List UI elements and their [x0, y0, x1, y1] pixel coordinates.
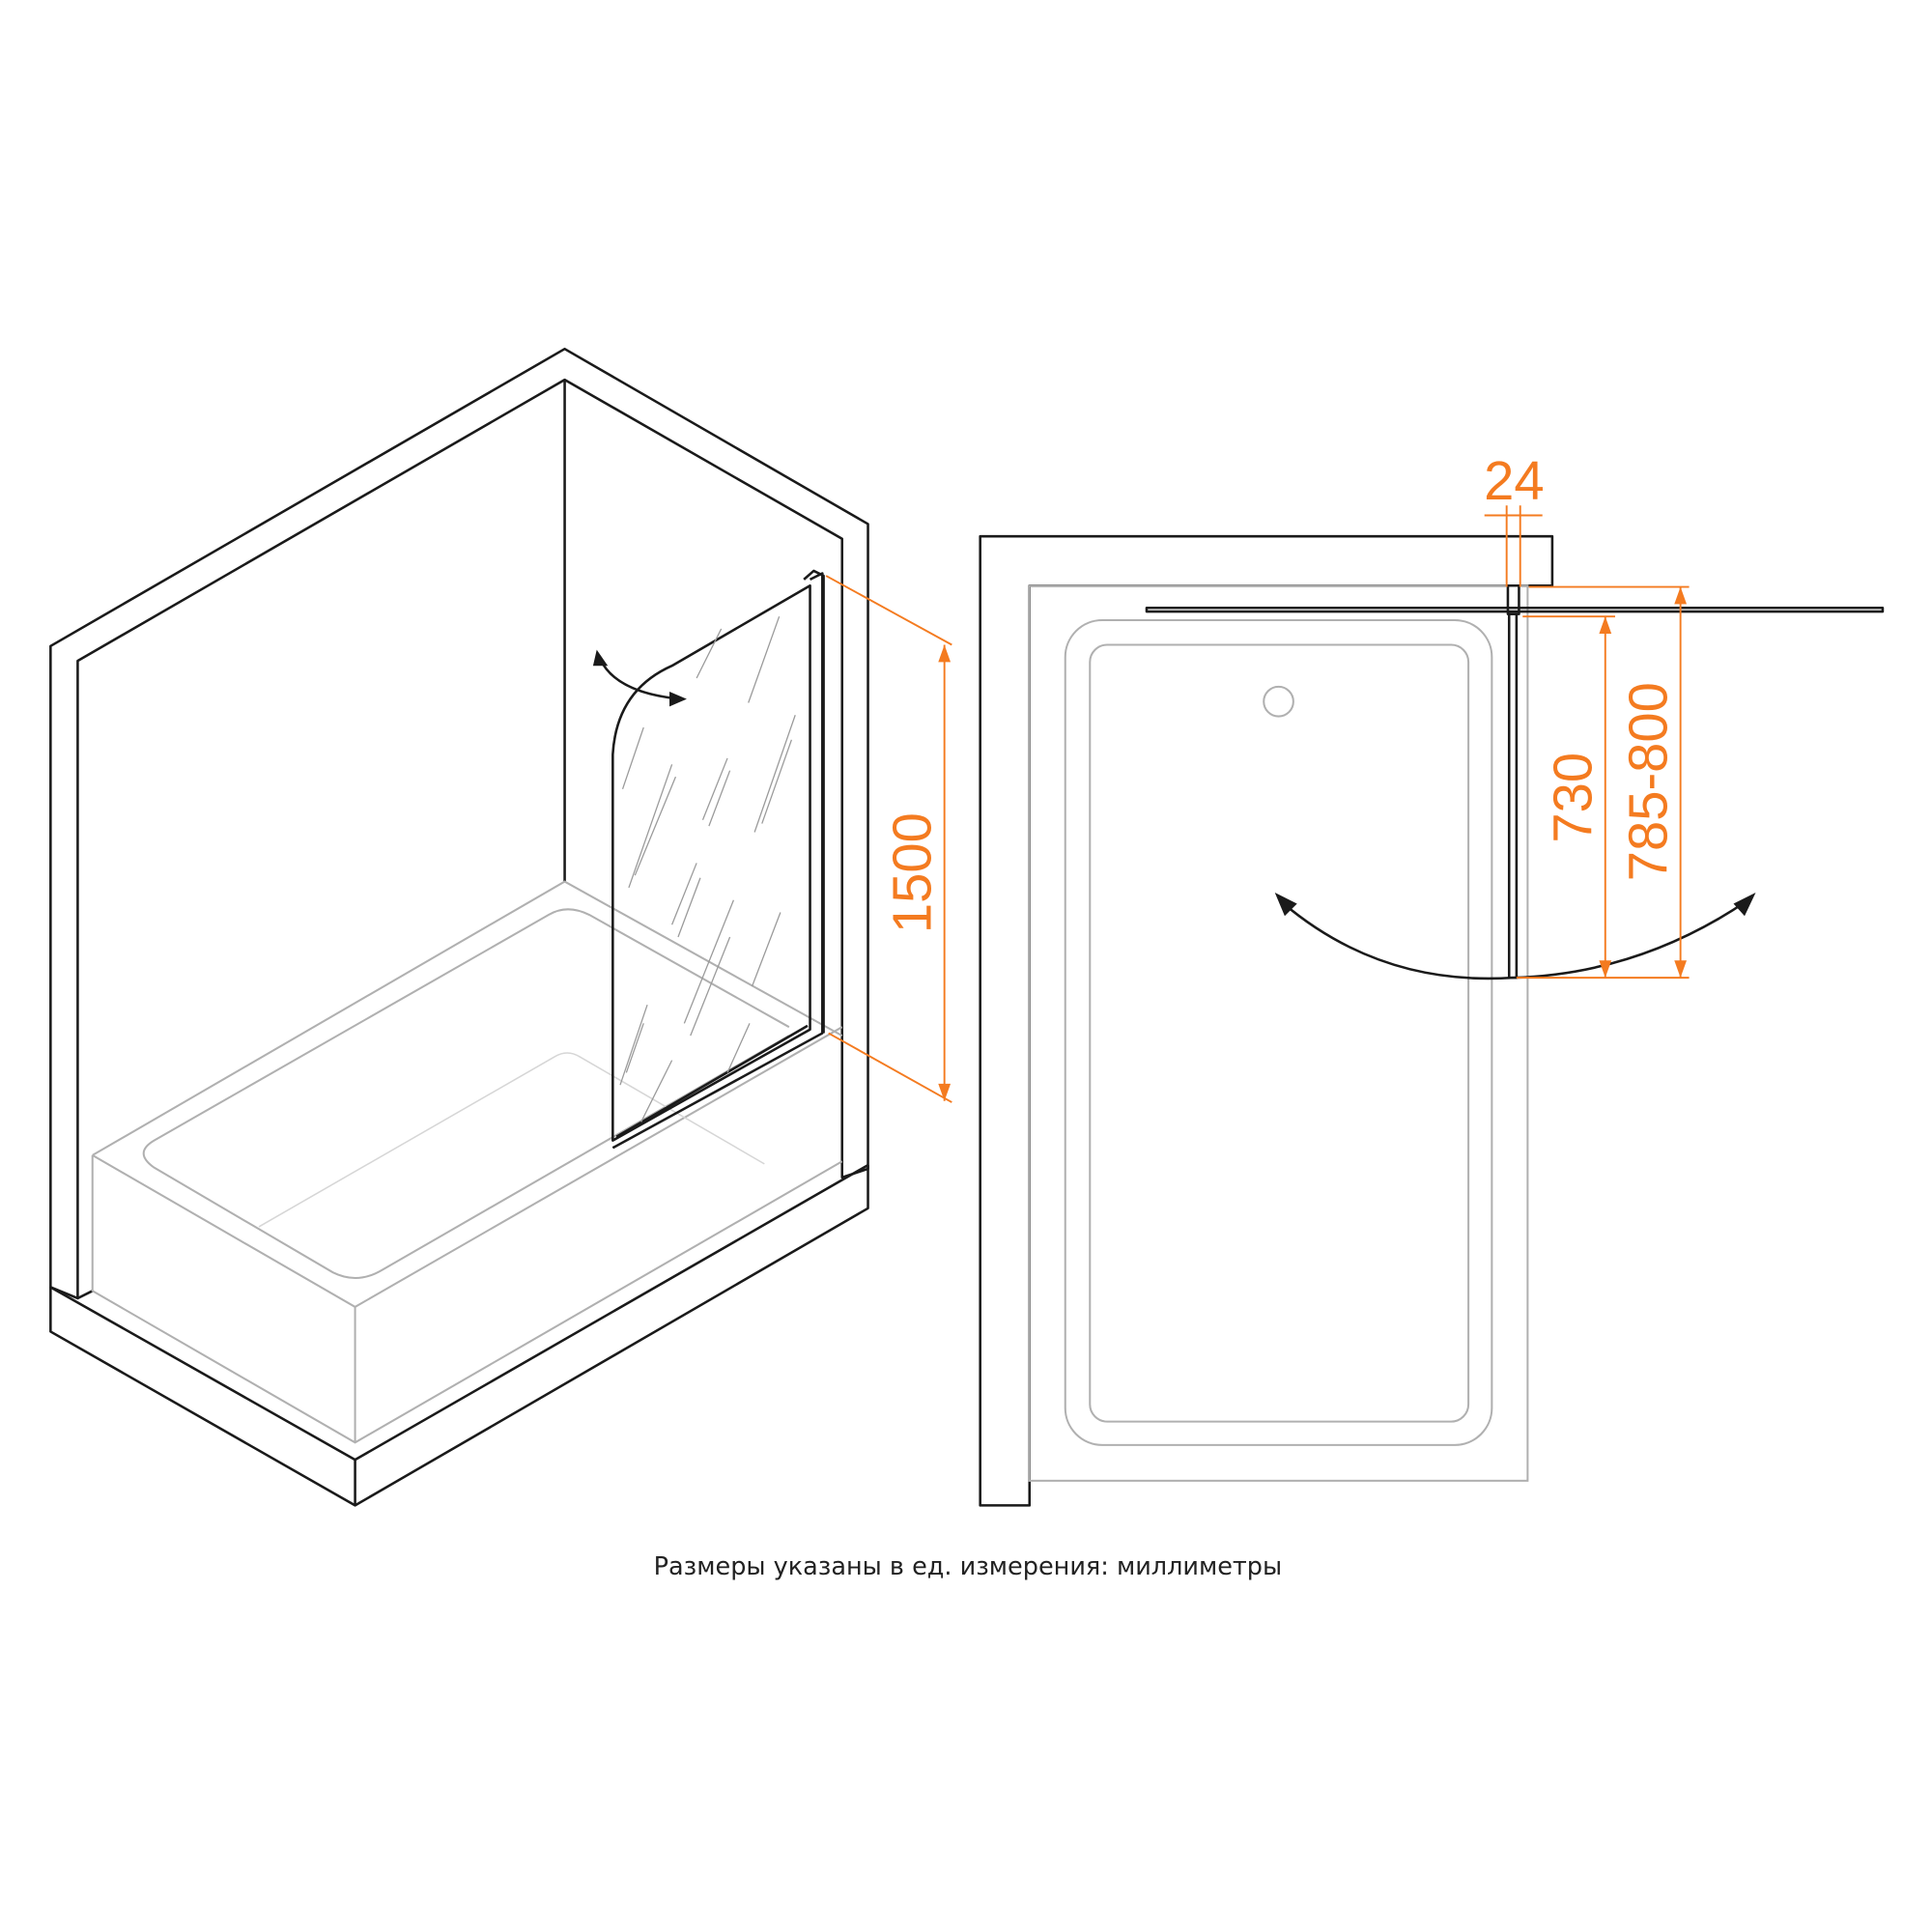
drain-icon [1263, 685, 1294, 718]
panel-width-dimension: 730 [1522, 615, 1615, 979]
adjust-range-label: 785-800 [1618, 682, 1679, 881]
isometric-view: 1500 [49, 347, 952, 1507]
profile-width-label: 24 [1484, 450, 1544, 511]
glass-panel [592, 569, 825, 1150]
height-label: 1500 [882, 812, 943, 933]
height-dimension: 1500 [825, 575, 952, 1103]
walls [49, 347, 869, 1507]
bathtub [91, 880, 843, 1444]
units-caption: Размеры указаны в ед. измерения: миллиме… [654, 1552, 1282, 1581]
plan-view: 24 730 785-800 [979, 450, 1885, 1507]
adjust-range-dimension: 785-800 [1516, 585, 1690, 980]
swing-arrow-icon [599, 659, 681, 700]
profile-dimension: 24 [1484, 450, 1545, 587]
panel-width-label: 730 [1543, 753, 1604, 843]
